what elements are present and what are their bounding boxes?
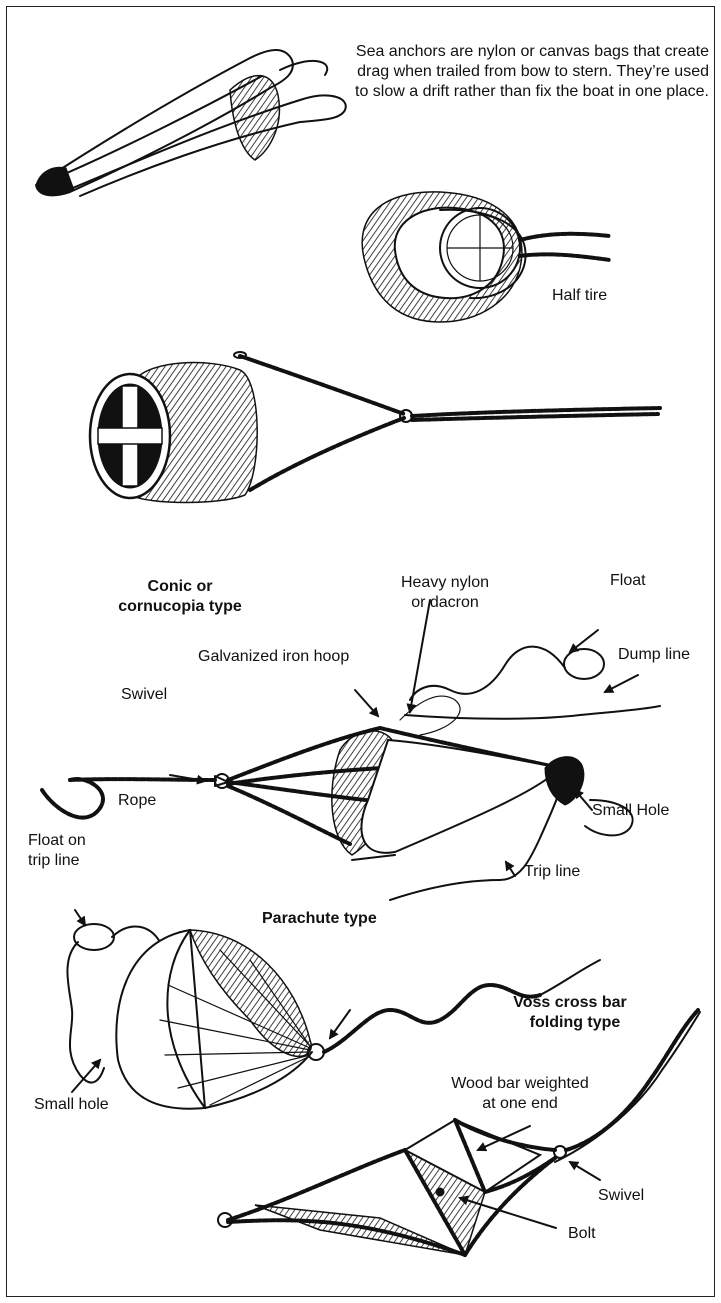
label-small-hole-conic: Small Hole [592,802,669,820]
label-float: Float [610,572,646,590]
label-parachute-title: Parachute type [262,910,377,928]
label-half-tire: Half tire [552,287,607,305]
cone-drogue-drawing [36,50,346,196]
label-bolt: Bolt [568,1225,596,1243]
label-voss-title-line1: Voss cross bar [495,994,645,1012]
label-heavy-nylon-line2: or dacron [385,594,505,612]
label-swivel-top: Swivel [121,686,167,704]
label-heavy-nylon-line1: Heavy nylon [385,574,505,592]
label-float-on-trip-line-1: Float on [28,832,86,850]
label-small-hole-parachute: Small hole [34,1096,109,1114]
intro-text: Sea anchors are nylon or canvas bags tha… [349,42,709,102]
label-conic-title-line2: cornucopia type [115,598,245,616]
label-rope: Rope [118,792,156,810]
label-voss-title-line2: folding type [505,1014,645,1032]
conic-drogue-drawing [42,647,660,900]
label-swivel-bottom: Swivel [598,1187,644,1205]
label-wood-bar-line1: Wood bar weighted [425,1075,615,1093]
label-wood-bar-line2: at one end [425,1095,615,1113]
label-galvanized-hoop: Galvanized iron hoop [198,648,349,666]
label-float-on-trip-line-2: trip line [28,852,80,870]
label-conic-title-line1: Conic or [120,578,240,596]
label-trip-line: Trip line [524,863,580,881]
label-dump-line: Dump line [618,646,690,664]
bucket-drogue-drawing [90,352,660,503]
